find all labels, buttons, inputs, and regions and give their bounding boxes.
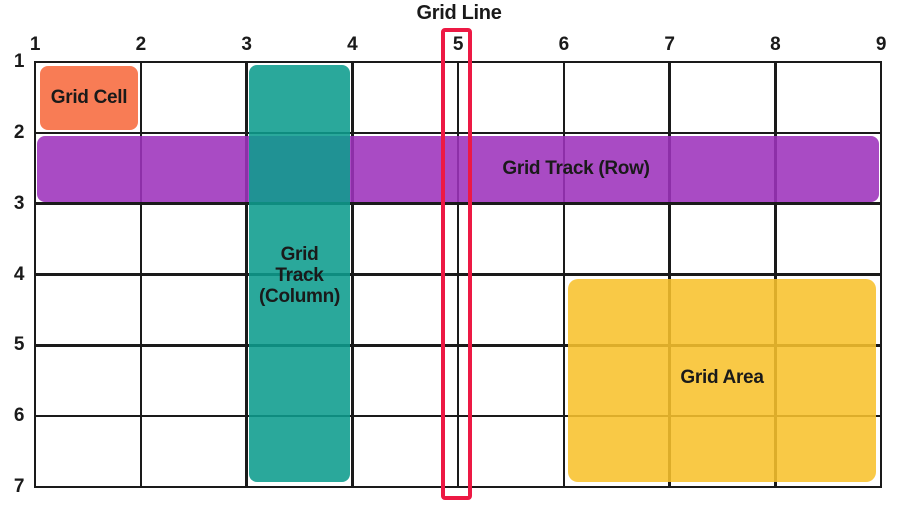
column-line-number: 7 (664, 34, 675, 55)
grid-horizontal-line (33, 131, 883, 135)
column-line-number: 3 (241, 34, 252, 55)
grid-track-column-label: Grid Track (Column) (249, 244, 350, 307)
column-line-number: 8 (770, 34, 781, 55)
grid-area: Grid Area (568, 279, 876, 482)
grid-line-label: Grid Line (416, 2, 502, 24)
column-line-number: 6 (558, 34, 570, 55)
grid-cell: Grid Cell (40, 66, 138, 130)
column-line-number: 4 (347, 34, 358, 55)
grid-track-column-label-line2: Track (275, 265, 324, 286)
grid-track-row: Grid Track (Row) (37, 136, 879, 202)
grid-horizontal-line (33, 273, 883, 276)
grid-area-label: Grid Area (680, 367, 764, 388)
grid-cell-label: Grid Cell (50, 87, 128, 108)
column-line-number: 1 (29, 34, 41, 55)
row-line-number: 4 (13, 263, 25, 285)
column-line-number: 9 (875, 34, 887, 55)
grid-horizontal-line (33, 344, 883, 347)
grid-track-column-label-line1: Grid (280, 244, 319, 265)
column-line-number: 5 (452, 34, 464, 55)
row-line-number: 6 (13, 405, 25, 427)
grid-line-highlight-outline (441, 28, 472, 500)
grid-horizontal-line (33, 60, 883, 64)
grid-horizontal-line (33, 485, 883, 489)
grid-track-column-label-line3: (Column) (259, 286, 340, 307)
row-line-number: 3 (13, 192, 25, 214)
row-line-number: 5 (13, 334, 25, 356)
grid-horizontal-line (33, 414, 883, 418)
grid-track-row-label: Grid Track (Row) (502, 158, 650, 179)
row-line-number: 7 (13, 476, 25, 497)
row-line-number: 2 (13, 121, 25, 143)
column-line-number: 2 (135, 34, 147, 55)
grid-horizontal-line (33, 202, 883, 205)
row-line-number: 1 (13, 51, 25, 72)
grid-track-column: Grid Track (Column) (249, 65, 350, 482)
